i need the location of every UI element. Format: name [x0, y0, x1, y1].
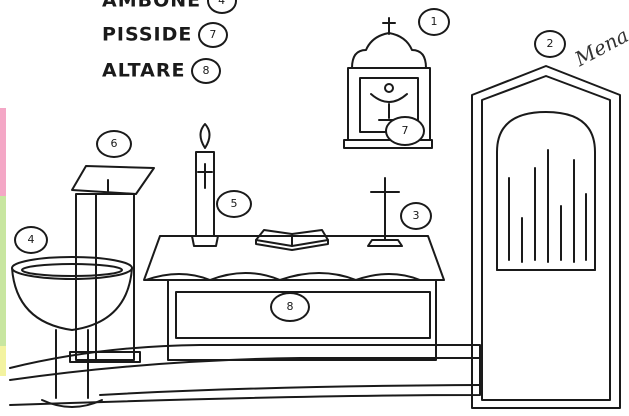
marker-2: 2 [534, 30, 566, 58]
candle-drawing [192, 124, 218, 246]
sanctuary-platform [10, 345, 480, 405]
marker-5: 5 [216, 190, 252, 218]
marker-4: 4 [14, 226, 48, 254]
marker-7: 7 [385, 116, 425, 146]
marker-8: 8 [270, 292, 310, 322]
signature-text: Mena [570, 23, 629, 71]
marker-6: 6 [96, 130, 132, 158]
baptismal-font-drawing [12, 257, 132, 407]
book-drawing [256, 230, 328, 250]
marker-3: 3 [400, 202, 432, 230]
baptistery-niche-drawing [472, 66, 620, 408]
marker-1: 1 [418, 8, 450, 36]
